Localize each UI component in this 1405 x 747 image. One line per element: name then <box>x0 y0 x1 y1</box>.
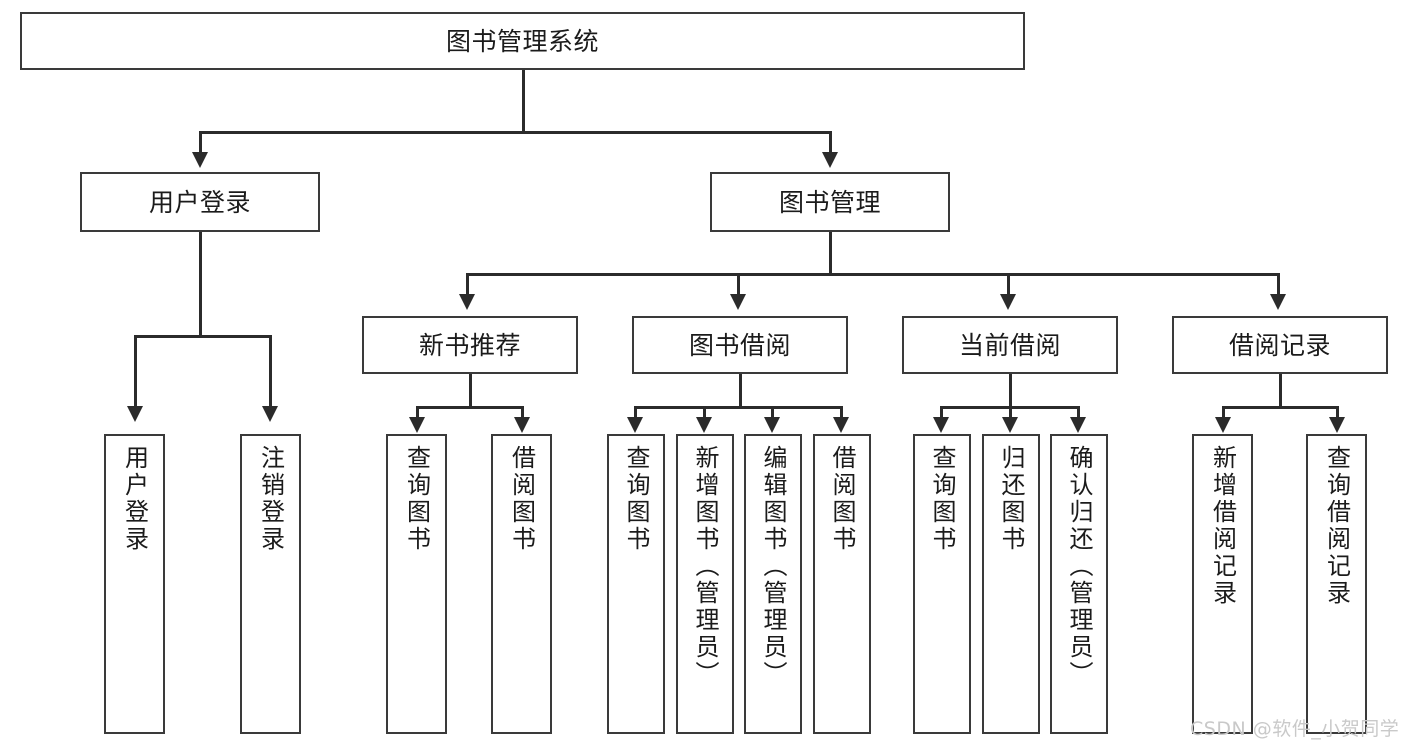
leaf-user-login-login[interactable]: 用户登录 <box>104 434 165 734</box>
leaf-current-borrow-return[interactable]: 归还图书 <box>982 434 1040 734</box>
node-label: 用户登录 <box>148 187 251 217</box>
connector-cb-to-leaf-1 <box>940 406 943 418</box>
node-label: 归还图书 <box>997 445 1025 553</box>
node-user-login[interactable]: 用户登录 <box>80 172 320 232</box>
node-label: 新增借阅记录 <box>1208 445 1237 607</box>
node-label: 注销登录 <box>256 445 285 553</box>
node-label: 新增图书（管理员） <box>691 445 719 688</box>
leaf-current-borrow-query[interactable]: 查询图书 <box>913 434 971 734</box>
connector-root-to-book-management <box>829 131 832 153</box>
arrow-to-user-login-leaf-2 <box>262 406 278 422</box>
connector-current-borrow-stem <box>1009 374 1012 408</box>
connector-new-book-stem <box>469 374 472 408</box>
node-label: 查询图书 <box>402 445 431 553</box>
connector-book-borrow-bar <box>634 406 843 409</box>
connector-bm-to-book-borrow <box>737 273 740 295</box>
arrow-to-book-borrow-leaf-3 <box>764 417 780 433</box>
leaf-borrow-record-query[interactable]: 查询借阅记录 <box>1306 434 1367 734</box>
arrow-to-book-borrow-leaf-2 <box>696 417 712 433</box>
connector-new-book-bar <box>416 406 524 409</box>
connector-user-login-to-leaf-1 <box>134 335 137 407</box>
connector-br-to-leaf-1 <box>1222 406 1225 418</box>
connector-bm-to-borrow-record <box>1277 273 1280 295</box>
arrow-to-book-borrow-leaf-4 <box>833 417 849 433</box>
node-label: 当前借阅 <box>958 330 1061 360</box>
arrow-to-book-management <box>822 152 838 168</box>
connector-user-login-bar <box>134 335 271 338</box>
connector-new-book-to-leaf-2 <box>521 406 524 418</box>
arrow-to-new-book-leaf-2 <box>514 417 530 433</box>
connector-root-bar <box>199 131 831 134</box>
node-current-borrow[interactable]: 当前借阅 <box>902 316 1118 374</box>
leaf-book-borrow-add[interactable]: 新增图书（管理员） <box>676 434 734 734</box>
arrow-to-current-borrow-leaf-3 <box>1070 417 1086 433</box>
leaf-current-borrow-confirm-return[interactable]: 确认归还（管理员） <box>1050 434 1108 734</box>
connector-book-management-stem <box>829 232 832 274</box>
leaf-borrow-record-add[interactable]: 新增借阅记录 <box>1192 434 1253 734</box>
node-label: 查询图书 <box>622 445 650 553</box>
leaf-book-borrow-query[interactable]: 查询图书 <box>607 434 665 734</box>
connector-bb-to-leaf-3 <box>771 406 774 418</box>
arrow-to-borrow-record <box>1270 294 1286 310</box>
connector-book-borrow-stem <box>739 374 742 408</box>
arrow-to-borrow-record-leaf-1 <box>1215 417 1231 433</box>
arrow-to-borrow-record-leaf-2 <box>1329 417 1345 433</box>
node-book-management[interactable]: 图书管理 <box>710 172 950 232</box>
connector-bb-to-leaf-1 <box>634 406 637 418</box>
arrow-to-current-borrow <box>1000 294 1016 310</box>
arrow-to-new-book-leaf-1 <box>409 417 425 433</box>
node-label: 图书管理系统 <box>445 26 599 56</box>
leaf-new-book-borrow[interactable]: 借阅图书 <box>491 434 552 734</box>
node-label: 查询图书 <box>928 445 956 553</box>
connector-new-book-to-leaf-1 <box>416 406 419 418</box>
leaf-new-book-query[interactable]: 查询图书 <box>386 434 447 734</box>
node-label: 确认归还（管理员） <box>1065 445 1093 688</box>
arrow-to-user-login-leaf-1 <box>127 406 143 422</box>
arrow-to-current-borrow-leaf-2 <box>1002 417 1018 433</box>
leaf-book-borrow-borrow[interactable]: 借阅图书 <box>813 434 871 734</box>
leaf-user-login-logout[interactable]: 注销登录 <box>240 434 301 734</box>
connector-book-management-bar <box>466 273 1280 276</box>
connector-bm-to-new-book <box>466 273 469 295</box>
node-root-book-management-system[interactable]: 图书管理系统 <box>20 12 1025 70</box>
arrow-to-new-book-recommend <box>459 294 475 310</box>
arrow-to-current-borrow-leaf-1 <box>933 417 949 433</box>
node-new-book-recommend[interactable]: 新书推荐 <box>362 316 578 374</box>
node-label: 新书推荐 <box>418 330 521 360</box>
node-label: 编辑图书（管理员） <box>759 445 787 688</box>
node-borrow-record[interactable]: 借阅记录 <box>1172 316 1388 374</box>
node-book-borrow[interactable]: 图书借阅 <box>632 316 848 374</box>
connector-user-login-to-leaf-2 <box>269 335 272 407</box>
node-label: 借阅图书 <box>507 445 536 553</box>
node-label: 图书管理 <box>778 187 881 217</box>
watermark: CSDN @软件_小贺同学 <box>1190 718 1400 740</box>
connector-borrow-record-stem <box>1279 374 1282 408</box>
node-label: 查询借阅记录 <box>1322 445 1351 607</box>
arrow-to-book-borrow <box>730 294 746 310</box>
connector-bb-to-leaf-2 <box>703 406 706 418</box>
connector-cb-to-leaf-3 <box>1077 406 1080 418</box>
node-label: 借阅图书 <box>828 445 856 553</box>
connector-borrow-record-bar <box>1222 406 1339 409</box>
connector-cb-to-leaf-2 <box>1009 406 1012 418</box>
node-label: 图书借阅 <box>688 330 791 360</box>
arrow-to-user-login <box>192 152 208 168</box>
connector-br-to-leaf-2 <box>1336 406 1339 418</box>
connector-user-login-stem <box>199 232 202 336</box>
node-label: 借阅记录 <box>1228 330 1331 360</box>
leaf-book-borrow-edit[interactable]: 编辑图书（管理员） <box>744 434 802 734</box>
node-label: 用户登录 <box>120 445 149 553</box>
connector-root-stem <box>522 70 525 132</box>
connector-bb-to-leaf-4 <box>840 406 843 418</box>
connector-bm-to-current-borrow <box>1007 273 1010 295</box>
arrow-to-book-borrow-leaf-1 <box>627 417 643 433</box>
connector-root-to-user-login <box>199 131 202 153</box>
